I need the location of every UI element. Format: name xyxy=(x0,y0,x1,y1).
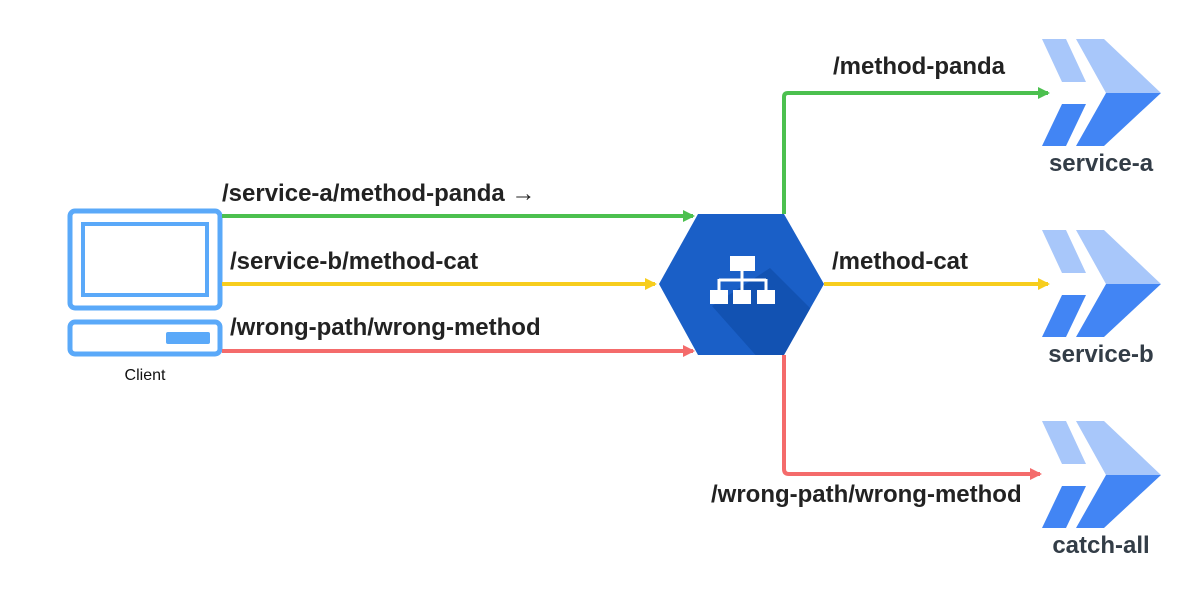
route-label-catch-all: /wrong-path/wrong-method xyxy=(711,481,1022,508)
route-label-service-b: /method-cat xyxy=(832,248,968,275)
request-label-wrong-path: /wrong-path/wrong-method xyxy=(230,314,541,341)
network-tree-icon xyxy=(710,256,775,304)
service-b-label: service-b xyxy=(1048,341,1153,368)
catch-all-icon xyxy=(1042,421,1161,528)
route-arrow-service-a xyxy=(782,87,1050,214)
request-label-service-b: /service-b/method-cat xyxy=(230,248,478,275)
request-label-service-a: /service-a/method-panda → xyxy=(222,180,535,207)
route-label-service-a: /method-panda xyxy=(833,53,1006,80)
service-a-label: service-a xyxy=(1049,150,1154,177)
client-computer-icon xyxy=(67,208,223,357)
service-a-icon xyxy=(1042,39,1161,146)
client-label: Client xyxy=(125,367,166,384)
service-b-icon xyxy=(1042,230,1161,337)
catch-all-label: catch-all xyxy=(1052,532,1149,559)
load-balancer-hexagon-icon xyxy=(659,214,824,355)
route-arrow-catch-all xyxy=(782,355,1042,480)
